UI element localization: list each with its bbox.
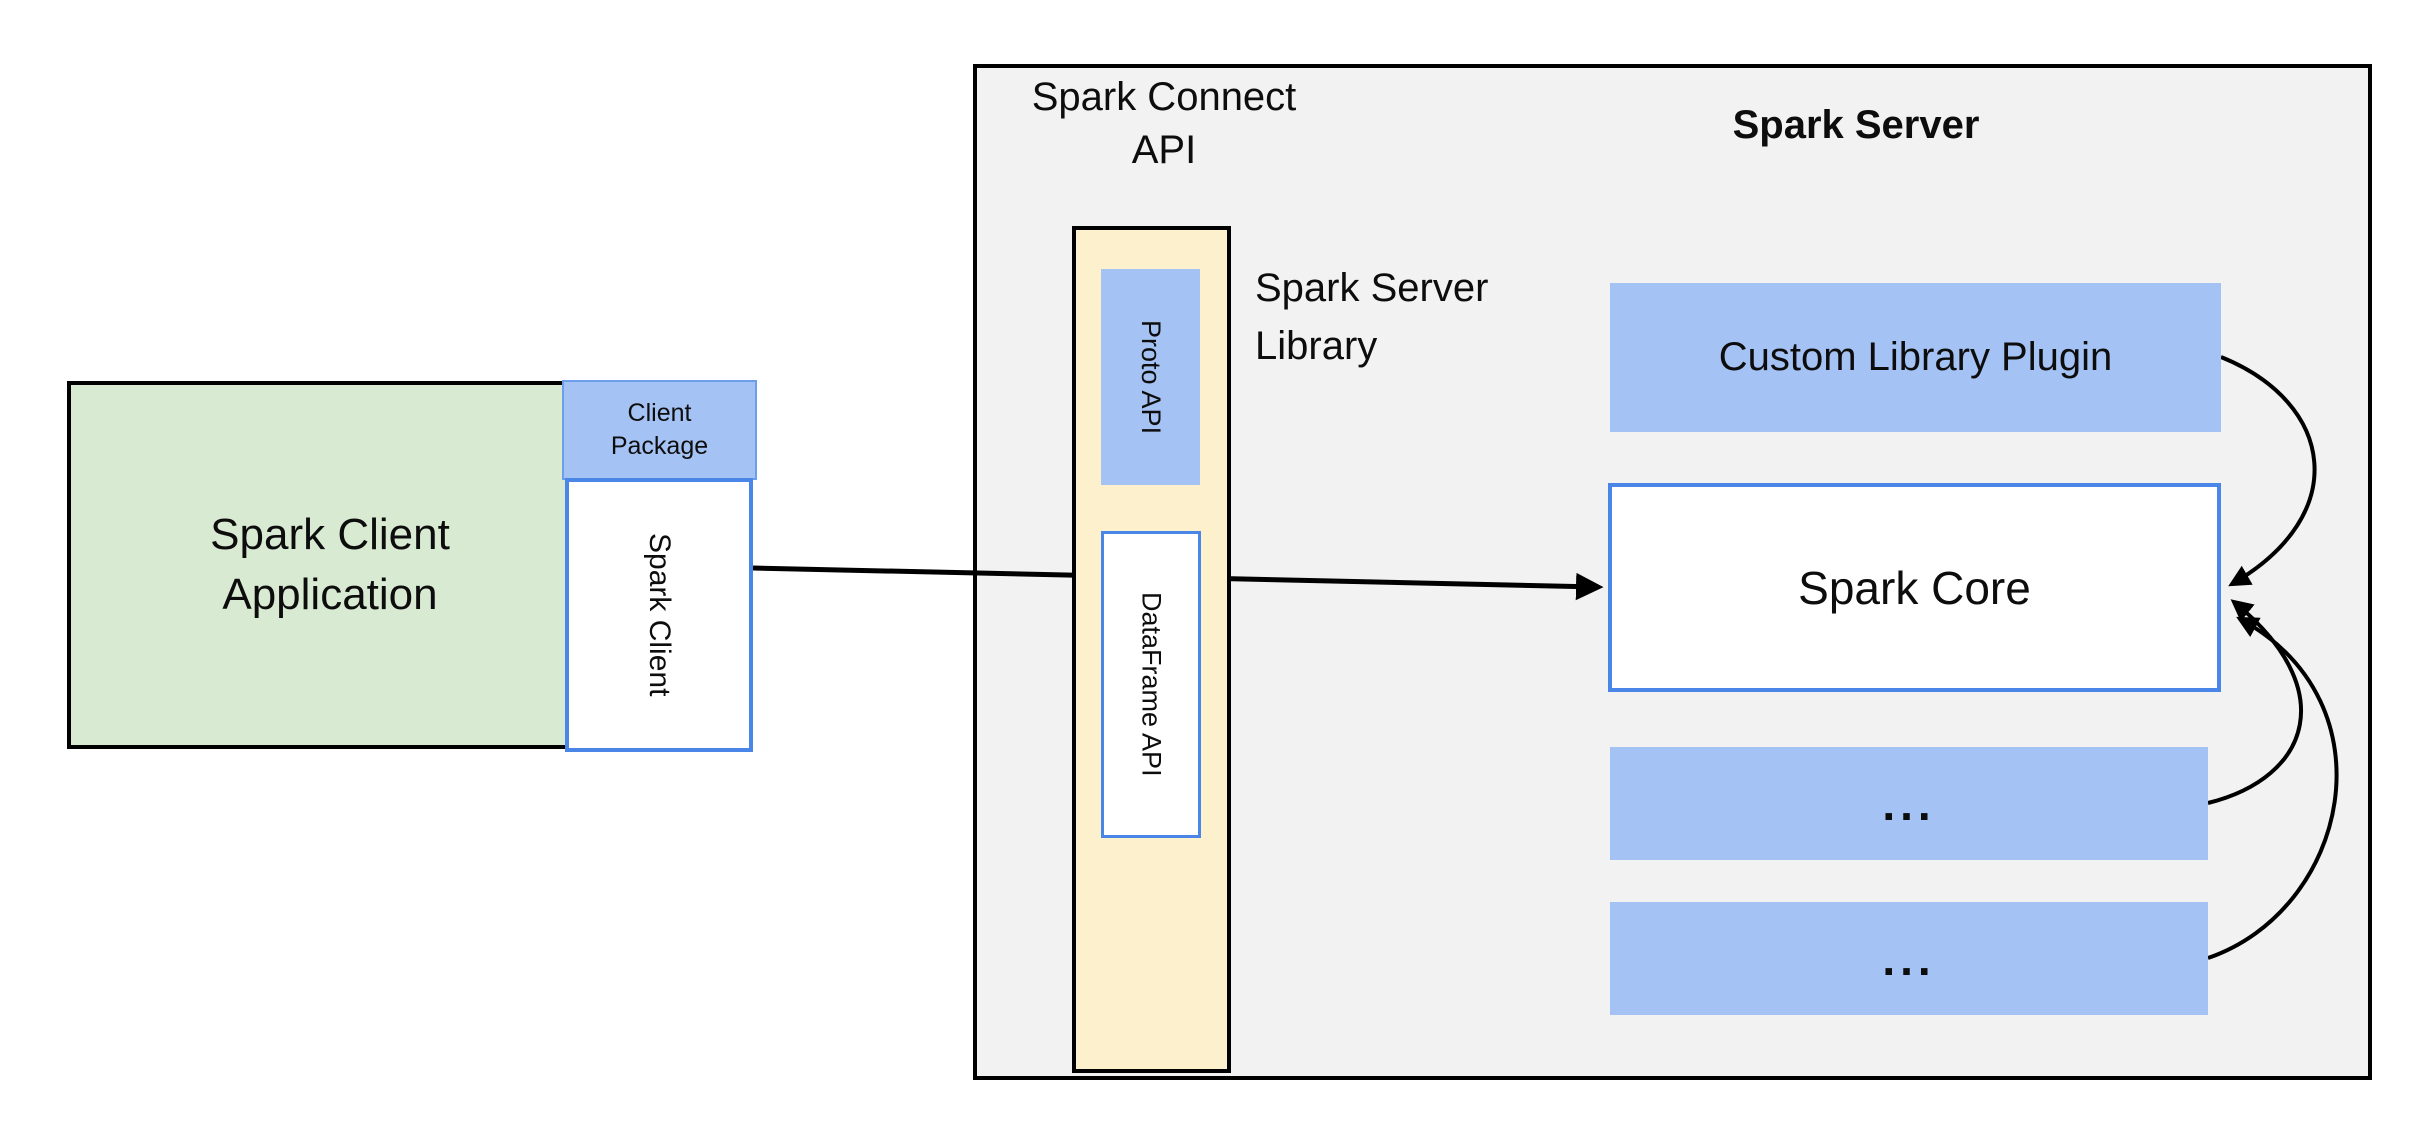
custom-library-plugin-label: Custom Library Plugin [1718,335,2113,379]
custom-library-plugin-box: Custom Library Plugin [1610,283,2221,432]
spark-connect-api-label-line1: Spark Connect [1031,75,1297,119]
spark-client-box: Spark Client [565,478,753,752]
spark-server-library-label-line1: Spark Server [1255,266,1489,310]
spark-server-library-label: Spark Server Library [1255,259,1585,375]
client-package-label-line1: Client [627,399,692,427]
spark-core-label: Spark Core [1798,561,2031,614]
spark-client-label: Spark Client [643,533,676,697]
spark-client-application-box: Spark Client Application [67,381,593,749]
plugin-placeholder-box-1: ... [1610,747,2208,860]
proto-api-label: Proto API [1136,319,1166,435]
spark-connect-api-label: Spark Connect API [999,70,1329,178]
spark-connect-api-label-line2: API [1131,128,1197,172]
spark-server-library-label-line2: Library [1255,324,1378,368]
dataframe-api-box: DataFrame API [1101,531,1201,838]
spark-client-application-label-line1: Spark Client [210,510,450,559]
spark-core-box: Spark Core [1608,483,2221,692]
plugin-placeholder-box-2: ... [1610,902,2208,1015]
proto-api-box: Proto API [1101,269,1200,485]
plugin-placeholder-2-label: ... [1882,932,1936,985]
spark-server-title: Spark Server [1732,103,1980,147]
client-package-label-line2: Package [610,432,709,460]
dataframe-api-label: DataFrame API [1136,592,1167,777]
client-package-box: Client Package [562,380,757,480]
spark-client-application-label-line2: Application [222,570,438,619]
plugin-placeholder-1-label: ... [1882,777,1936,830]
